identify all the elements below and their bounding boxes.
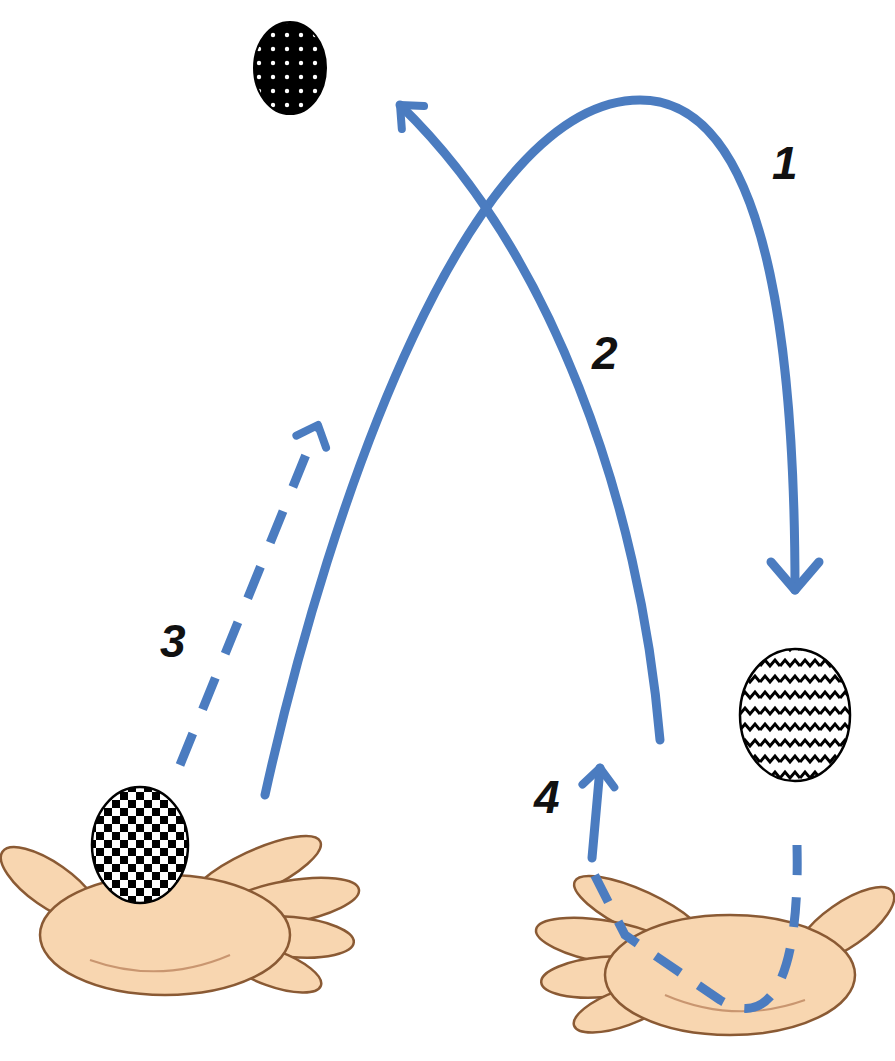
right-hand <box>532 863 895 1043</box>
checkered-ball <box>92 787 188 903</box>
dotted-ball <box>254 22 326 114</box>
pass-arrow <box>180 425 318 765</box>
zigzag-ball <box>740 649 850 781</box>
callout-number: 4 <box>534 774 560 820</box>
callout-number: 1 <box>772 140 798 186</box>
throw-arc <box>400 105 660 740</box>
carry-arrow <box>592 768 600 858</box>
throw-arc <box>265 100 795 795</box>
callout-number: 3 <box>160 618 186 664</box>
carry-path <box>592 845 797 1008</box>
callout-number: 2 <box>592 330 618 376</box>
